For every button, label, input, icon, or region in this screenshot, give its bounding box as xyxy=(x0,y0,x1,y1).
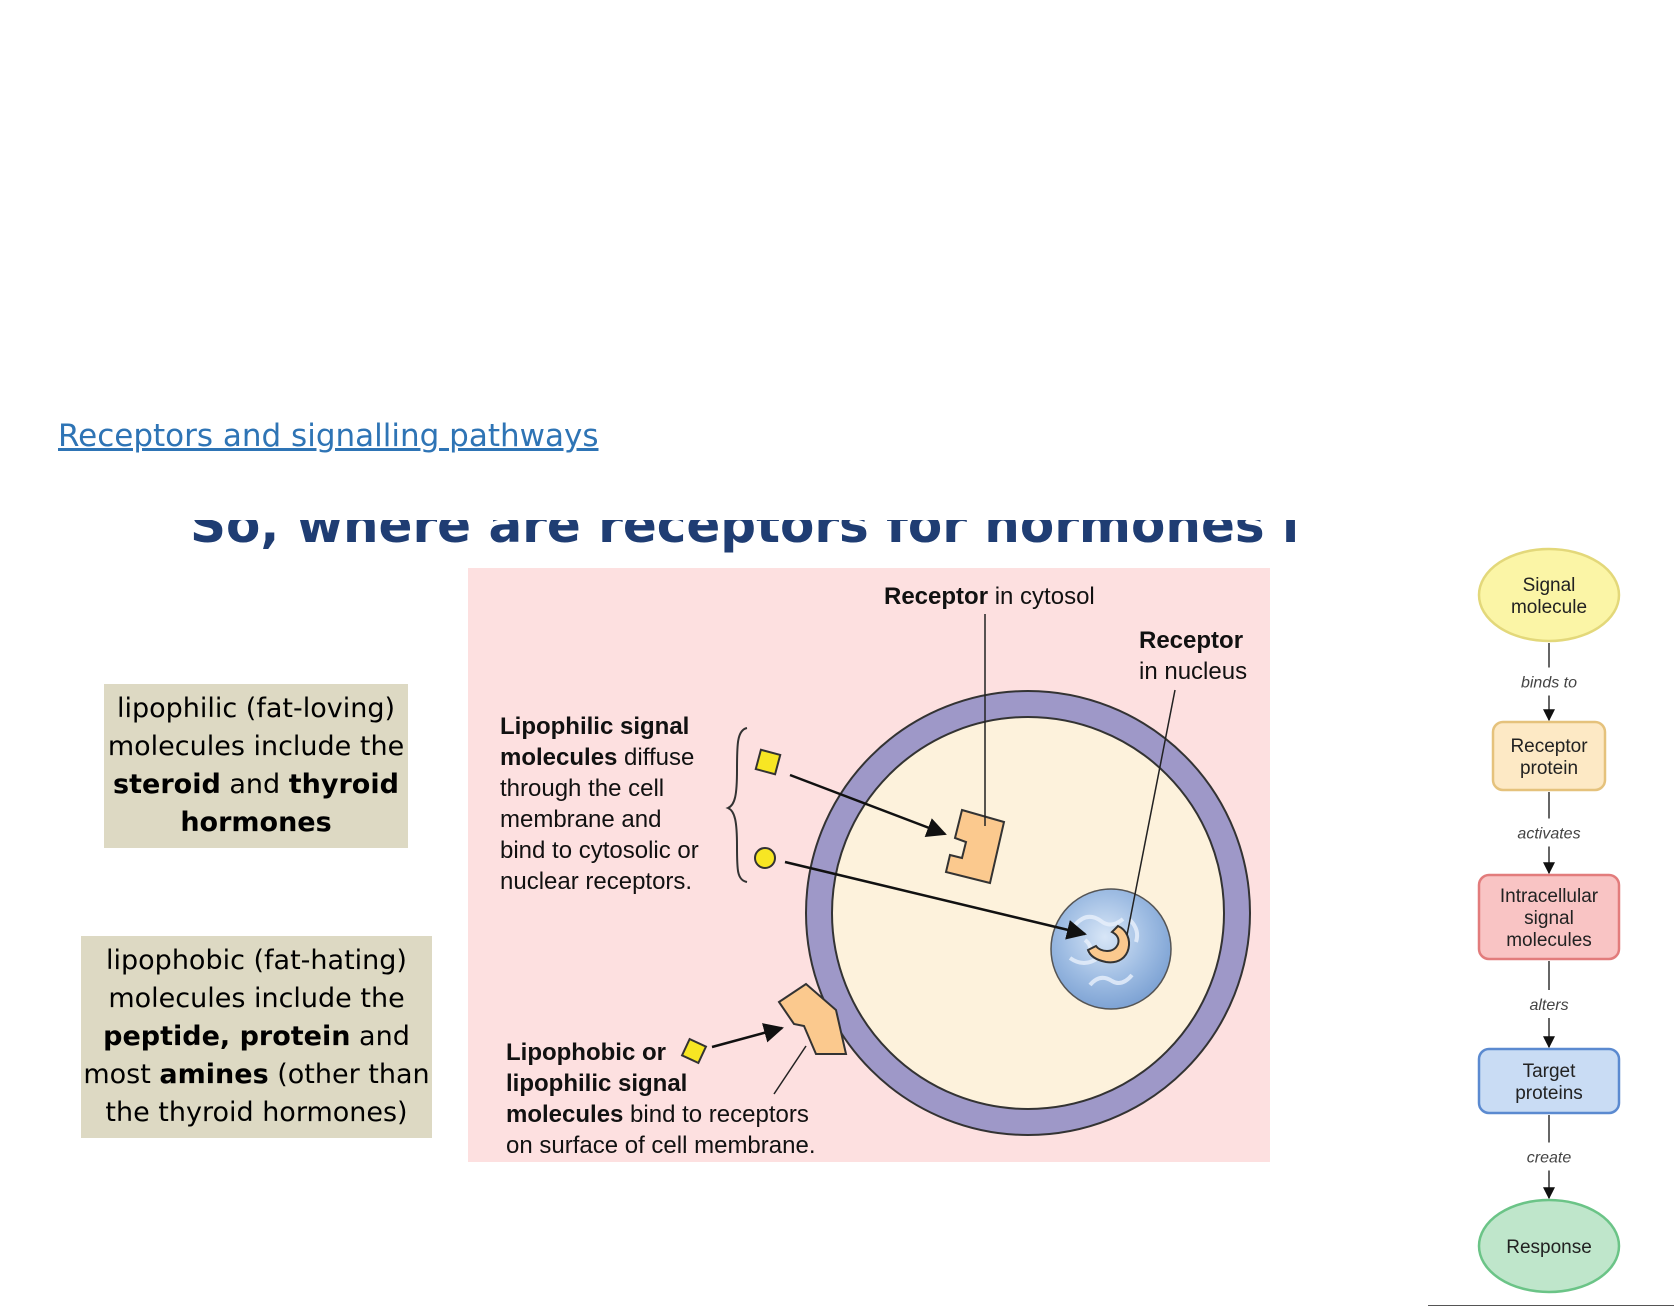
label-lipophilic-signal: Lipophilic signal molecules diffuse thro… xyxy=(500,713,705,895)
label-receptor-cytosol: Receptor in cytosol xyxy=(884,583,1095,610)
note-text: and xyxy=(220,769,289,800)
label-bold: Receptor xyxy=(1139,627,1243,654)
flow-node-label: signal xyxy=(1524,908,1574,929)
leader-surface xyxy=(773,1045,807,1095)
flow-node-shape xyxy=(1477,873,1621,961)
label-text: on surface of cell membrane. xyxy=(506,1132,815,1159)
flow-verb-label: binds to xyxy=(1521,675,1577,692)
note-line: hormones xyxy=(104,804,408,842)
flow-node-shape xyxy=(1477,1198,1621,1294)
label-bold: Receptor xyxy=(884,583,988,610)
slide-title: So, where are receptors for hormones loc… xyxy=(190,520,1300,553)
flow-node-label: Target xyxy=(1523,1061,1577,1082)
note-line: the thyroid hormones) xyxy=(105,1097,408,1128)
note-line: peptide, protein and xyxy=(81,1018,432,1056)
flow-node-label: proteins xyxy=(1515,1083,1583,1104)
label-receptor-nucleus: Receptor in nucleus xyxy=(1139,627,1250,685)
flow-node-label: molecule xyxy=(1511,597,1587,618)
note-text: and xyxy=(350,1021,410,1052)
label-text: nuclear receptors. xyxy=(500,868,692,895)
flow-node-shape xyxy=(1477,547,1621,643)
note-line: steroid and thyroid xyxy=(104,766,408,804)
cytosol-receptor xyxy=(944,808,1006,885)
flow-verb-label: alters xyxy=(1529,997,1568,1014)
flow-node-label: molecules xyxy=(1506,930,1592,951)
arrow-to-nuclear-receptor xyxy=(784,860,1087,940)
surface-receptor xyxy=(777,982,848,1055)
note-bold: amines xyxy=(159,1059,269,1090)
lipophobic-note: lipophobic (fat-hating) molecules includ… xyxy=(81,936,432,1138)
label-bold: Lipophobic or xyxy=(506,1039,666,1066)
arrow-to-surface-receptor xyxy=(711,1023,784,1049)
nucleus xyxy=(1050,888,1172,1010)
signal-pathway-flowchart: SignalmoleculeReceptorproteinIntracellul… xyxy=(1477,547,1621,1294)
leader-nucleus xyxy=(1126,689,1176,936)
note-text: most xyxy=(83,1059,160,1090)
brace xyxy=(725,727,748,883)
receptors-signalling-link[interactable]: Receptors and signalling pathways xyxy=(58,418,599,454)
nuclear-receptor xyxy=(1086,924,1130,964)
note-line: most amines (other than xyxy=(81,1056,432,1094)
note-bold: peptide, protein xyxy=(103,1021,351,1052)
note-line: molecules include the xyxy=(107,731,405,762)
label-text: bind to receptors xyxy=(623,1101,808,1128)
note-line: lipophobic (fat-hating) xyxy=(106,945,407,976)
footer-rule xyxy=(1428,1305,1674,1306)
signal-square-top xyxy=(754,748,782,776)
signal-square-bottom xyxy=(680,1037,708,1065)
label-bold: lipophilic signal xyxy=(506,1070,687,1097)
flow-node-shape xyxy=(1477,1047,1621,1115)
label-text: diffuse xyxy=(617,744,694,771)
note-bold: thyroid xyxy=(288,769,399,800)
label-text: in nucleus xyxy=(1139,658,1247,685)
flow-node-shape xyxy=(1491,720,1607,792)
label-text: membrane and xyxy=(500,806,661,833)
slide-title-clip: So, where are receptors for hormones loc… xyxy=(150,520,1300,553)
note-line: molecules include the xyxy=(108,983,405,1014)
note-text: (other than xyxy=(268,1059,430,1090)
signal-circle xyxy=(754,847,776,869)
flow-node-label: Signal xyxy=(1523,575,1576,596)
flow-node-label: Response xyxy=(1506,1237,1592,1258)
flow-node-label: Intracellular xyxy=(1500,886,1599,907)
cytoplasm xyxy=(831,716,1225,1110)
label-text: bind to cytosolic or xyxy=(500,837,699,864)
label-lipophobic-signal: Lipophobic or lipophilic signal molecule… xyxy=(506,1039,816,1159)
flow-node-label: protein xyxy=(1520,758,1578,779)
lipophilic-note: lipophilic (fat-loving) molecules includ… xyxy=(104,684,408,848)
flow-verb-label: activates xyxy=(1517,826,1580,843)
note-line: lipophilic (fat-loving) xyxy=(116,693,396,724)
label-text: through the cell xyxy=(500,775,664,802)
flow-node-label: Receptor xyxy=(1510,736,1588,757)
flow-verb-label: create xyxy=(1527,1150,1572,1167)
label-bold: Lipophilic signal xyxy=(500,713,689,740)
label-bold: molecules xyxy=(500,744,617,771)
note-bold: hormones xyxy=(180,807,332,838)
label-bold: molecules xyxy=(506,1101,623,1128)
note-bold: steroid xyxy=(113,769,221,800)
arrow-to-cytosol-receptor xyxy=(789,773,947,837)
label-text: in cytosol xyxy=(988,583,1095,610)
